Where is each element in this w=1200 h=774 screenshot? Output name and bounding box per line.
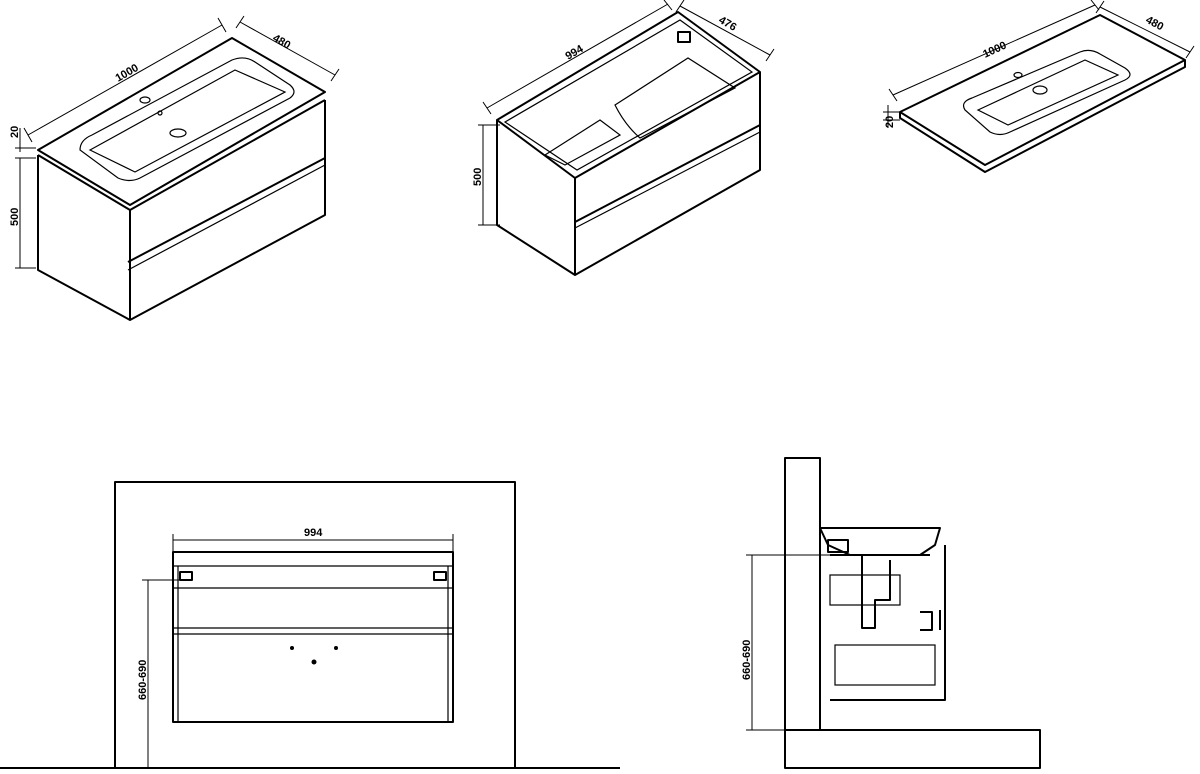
view-front-elevation: 994 660-690 [0,481,620,769]
view-cabinet-body: 994 476 500 [472,0,775,276]
dim-top-thickness: 20 [9,126,21,138]
dim-thickness: 20 [884,116,896,128]
view-side-section: 660-690 [741,457,1041,769]
dim-depth: 476 [717,14,739,34]
dim-length: 1000 [981,39,1008,60]
dim-width: 994 [304,527,323,539]
dim-length: 1000 [114,62,141,85]
dim-height: 500 [9,208,21,226]
dim-mount-height: 660-690 [137,660,149,700]
view-countertop: 1000 480 20 [883,0,1195,173]
dim-length: 994 [564,43,587,63]
dim-mount-height: 660-690 [741,640,753,680]
view-cabinet-with-top: 1000 480 20 500 [9,15,340,321]
dim-height: 500 [472,168,484,186]
